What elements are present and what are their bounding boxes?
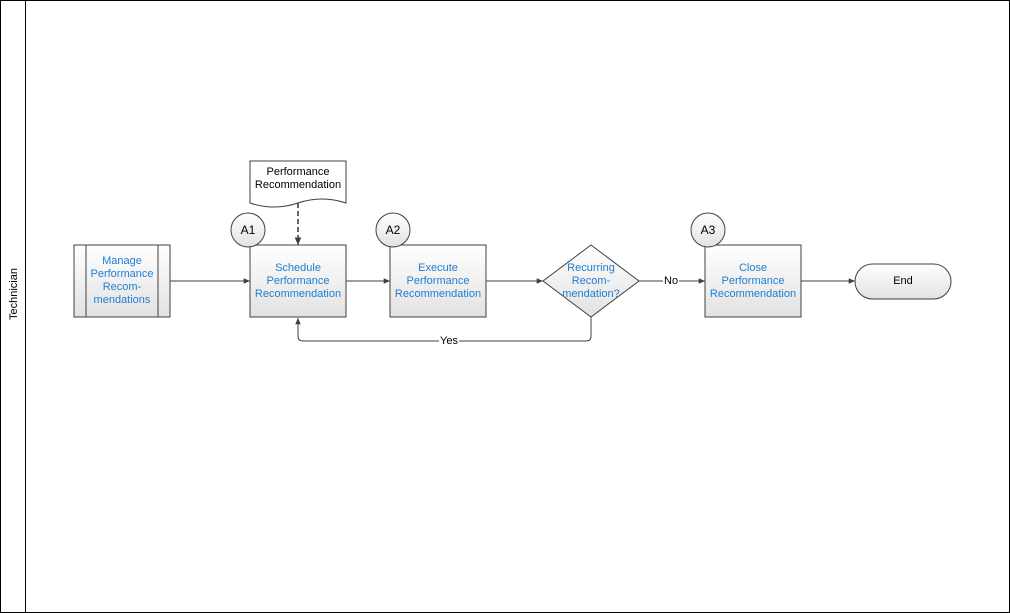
process-close[interactable] <box>704 244 802 318</box>
marker-a2: A2 <box>385 223 401 237</box>
edge-label-no: No <box>663 275 680 287</box>
marker-a1: A1 <box>240 223 256 237</box>
edge-label-yes: Yes <box>439 335 459 347</box>
subprocess-manage[interactable] <box>73 244 171 318</box>
decision-recurring-label: Recurring Recom- mendation? <box>562 261 620 300</box>
swimlane-header: Technician <box>1 1 26 612</box>
terminator-end[interactable] <box>854 263 952 300</box>
decision-recurring[interactable] <box>542 244 640 318</box>
marker-a3-circle <box>690 212 726 248</box>
terminator-end-label: End <box>893 275 913 287</box>
marker-a2-circle <box>375 212 411 248</box>
marker-a3: A3 <box>700 223 716 237</box>
document-label: Performance Recommendation <box>254 166 342 191</box>
subprocess-manage-label: Manage Performance Recom- mendations <box>90 255 154 306</box>
process-schedule-label: Schedule Performance Recommendation <box>254 261 342 300</box>
process-execute[interactable] <box>389 244 487 318</box>
process-close-label: Close Performance Recommendation <box>709 261 797 300</box>
document-performance-recommendation[interactable] <box>249 160 347 208</box>
process-execute-label: Execute Performance Recommendation <box>394 261 482 300</box>
marker-a1-circle <box>230 212 266 248</box>
process-schedule[interactable] <box>249 244 347 318</box>
